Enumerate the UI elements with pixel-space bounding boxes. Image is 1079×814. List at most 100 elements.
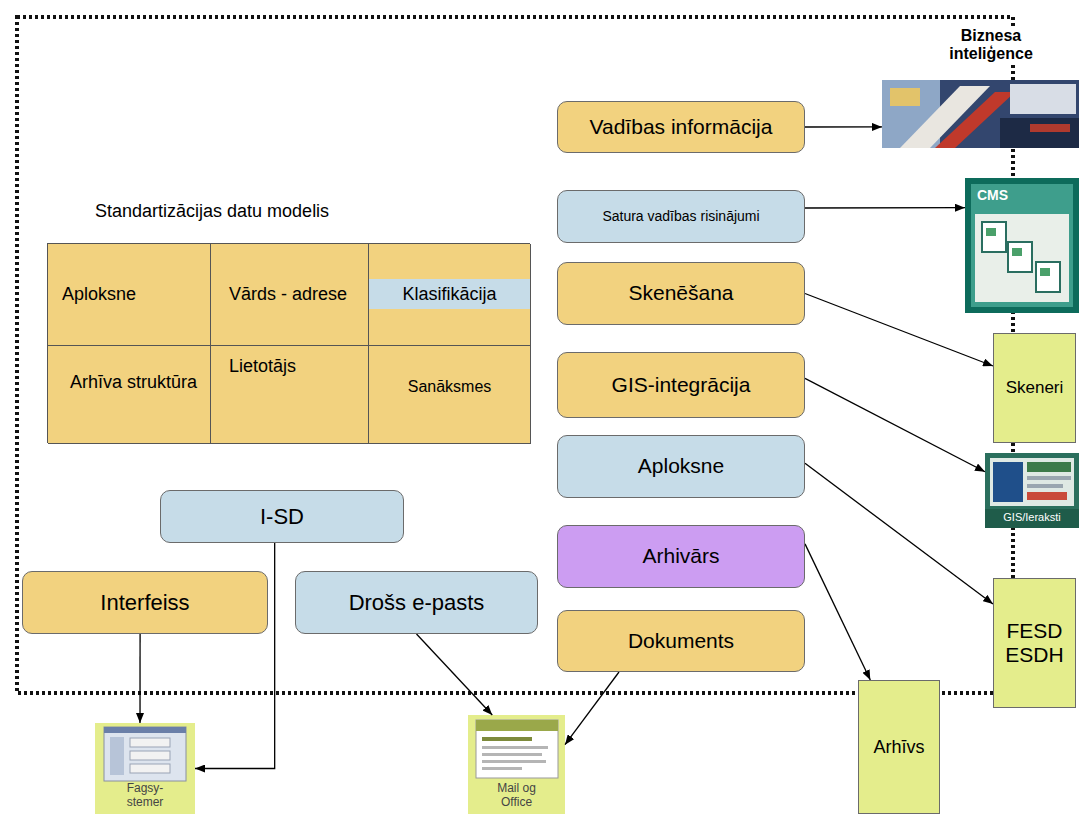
process-box: Vadības informācija (557, 101, 805, 153)
node-label: GIS/Ieraksti (987, 511, 1077, 524)
picture-ground (468, 715, 565, 814)
connector-arrow (805, 544, 870, 680)
process-box: Arhivārs (557, 525, 805, 588)
connector-arrow (805, 378, 985, 471)
node-label: Arhīvs (862, 737, 936, 758)
grid-cell: Sanāksmes (369, 346, 531, 444)
process-box: Satura vadības risinājumi (557, 190, 805, 243)
node-label: Vadības informācija (566, 115, 796, 139)
heading-label: Biznesa inteliģence (928, 26, 1054, 65)
node-label: Skeneri (997, 378, 1072, 398)
node-label: Klasifikācija (369, 279, 530, 309)
picture-part (1030, 124, 1070, 132)
node-label: FESD ESDH (997, 619, 1072, 667)
grid-cell: Vārds - adrese (211, 244, 369, 346)
process-box: Drošs e-pasts (295, 571, 538, 634)
connector-arrow (805, 294, 993, 367)
screenshot-part (482, 753, 542, 756)
node-label: Dokuments (566, 629, 796, 653)
screen-part (993, 462, 1023, 502)
node-label: Aploksne (62, 284, 202, 305)
picture-part (985, 509, 1079, 528)
screenshot-part (482, 737, 532, 741)
grid-cell: Arhīva struktūra (48, 346, 211, 444)
node-label: I-SD (169, 504, 395, 529)
screenshot-part (130, 764, 170, 773)
connector-group (140, 127, 993, 769)
screenshot-part (110, 737, 124, 775)
external-box: FESD ESDH (993, 578, 1076, 708)
screen-part (1027, 484, 1063, 488)
screenshot-part (476, 720, 558, 731)
gis-picture (985, 453, 1079, 528)
connector-arrow (417, 634, 493, 715)
screen-part (1027, 476, 1071, 480)
systems-picture (95, 723, 195, 814)
node-label: Aploksne (566, 454, 796, 478)
node-label: Vārds - adrese (229, 284, 360, 305)
picture-box: Biznesa inteliģence (882, 80, 1079, 148)
grid-cell: Lietotājs (211, 346, 369, 444)
mail-picture (468, 715, 565, 814)
document-icon (982, 222, 1006, 252)
connector-arrow (805, 463, 993, 604)
picture-ground (985, 453, 1079, 528)
picture-ground (965, 178, 1079, 313)
node-label: Fagsy- stemer (120, 782, 170, 810)
screenshot-part (482, 767, 522, 770)
picture-part (1000, 118, 1079, 148)
document-icon (1040, 268, 1050, 276)
screenshot (476, 720, 558, 778)
node-label: Lietotājs (229, 356, 360, 377)
picture-ground (95, 723, 195, 814)
external-box: Arhīvs (858, 680, 940, 814)
document-icon (1012, 248, 1022, 256)
picture-part (1010, 84, 1076, 114)
screenshot-part (482, 760, 546, 763)
picture-box: Fagsy- stemer (95, 723, 195, 814)
node-label: Mail og Office (489, 782, 545, 810)
external-box: Skeneri (993, 333, 1076, 443)
grid-cell: Klasifikācija (369, 244, 531, 346)
picture-part (890, 88, 920, 106)
screenshot-part (104, 727, 186, 733)
picture-box: Mail og Office (468, 715, 565, 814)
node-label: Interfeiss (31, 590, 259, 615)
node-label: Drošs e-pasts (304, 590, 529, 615)
document-icon (986, 228, 996, 236)
node-label: Skenēšana (566, 281, 796, 305)
node-label: Satura vadības risinājumi (566, 208, 796, 224)
picture-box: CMS (965, 178, 1079, 313)
picture-part (975, 214, 1069, 302)
node-label: Arhīva struktūra (70, 372, 202, 393)
connector-arrow (139, 634, 140, 723)
connector-arrow (805, 207, 965, 209)
picture-box: GIS/Ieraksti (985, 453, 1079, 528)
screenshot-part (130, 751, 170, 760)
picture-part (971, 184, 1073, 307)
grid-cell: Aploksne (48, 244, 211, 346)
data-model-grid: Standartizācijas datu modelisAploksneVār… (47, 243, 530, 443)
node-label: Sanāksmes (375, 378, 524, 396)
screenshot (104, 727, 186, 781)
process-box: Aploksne (557, 435, 805, 498)
connector-arrow (805, 126, 882, 127)
screenshot-part (482, 746, 548, 749)
node-label: GIS-integrācija (566, 373, 796, 397)
picture-ground (882, 80, 1079, 148)
process-box: I-SD (160, 490, 404, 543)
dotted-boundary (17, 17, 1013, 693)
business-intelligence-picture (882, 80, 1079, 148)
cms-picture (965, 178, 1079, 313)
process-box: Dokuments (557, 610, 805, 672)
process-box: Skenēšana (557, 262, 805, 325)
screenshot-part (130, 738, 170, 747)
screen (990, 458, 1074, 506)
node-label: CMS (977, 187, 1069, 203)
heading-label: Standartizācijas datu modelis (93, 200, 433, 223)
screen-part (1027, 462, 1071, 472)
screen-part (1027, 492, 1067, 500)
document-icon (1008, 242, 1032, 272)
node-label: Arhivārs (566, 544, 796, 568)
